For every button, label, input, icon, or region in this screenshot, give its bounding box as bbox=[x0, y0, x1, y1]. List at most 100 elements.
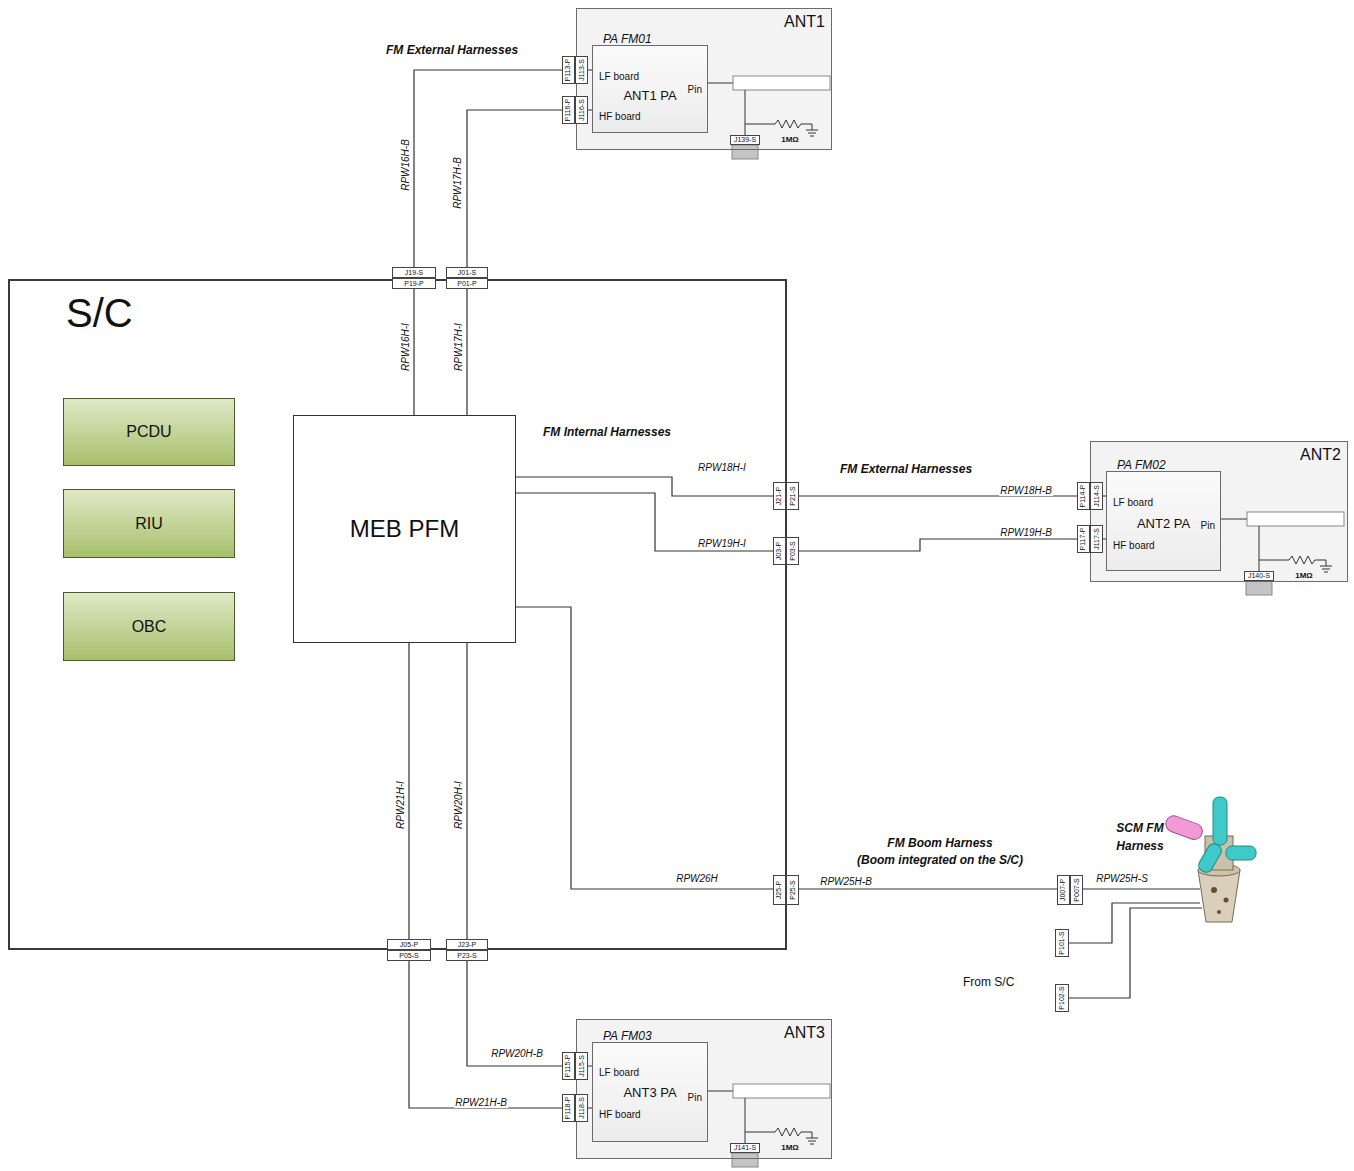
board-name: LF board bbox=[1113, 497, 1153, 508]
harness-name: RPW25H-S bbox=[1095, 873, 1149, 884]
label-wrap: RPW20H-B bbox=[490, 1043, 544, 1061]
antenna-panel bbox=[576, 8, 832, 150]
connector-box: J007-P bbox=[1057, 875, 1070, 905]
magnetometer-node: SCM FM Harness bbox=[1112, 818, 1262, 922]
connector-name: J115-S bbox=[578, 1055, 586, 1077]
connector-box: J140-S bbox=[1244, 571, 1274, 581]
antenna-boom-and-resistor bbox=[1221, 512, 1344, 595]
connector-name: P01-P bbox=[457, 280, 476, 288]
connector-name: P25-S bbox=[789, 880, 797, 899]
connector-box: J05-P bbox=[387, 939, 431, 950]
connector-name: P05-S bbox=[399, 952, 418, 960]
connector-box: P21-S bbox=[786, 482, 799, 510]
unit-box: PCDU bbox=[63, 398, 235, 466]
connector-name: J114-S bbox=[1093, 485, 1101, 507]
preamplifier-box: PA FM02LF boardANT2 PAPinHF board bbox=[1106, 471, 1221, 571]
label-wrap: 1MΩ bbox=[781, 128, 799, 146]
harness-name: RPW19H-I bbox=[697, 538, 747, 549]
harness-line bbox=[409, 643, 592, 1108]
harness-name: RPW18H-B bbox=[999, 485, 1053, 496]
board-name: HF board bbox=[1113, 540, 1155, 551]
harness-name: RPW16H-B bbox=[400, 138, 411, 192]
unit-name: OBC bbox=[132, 618, 167, 636]
label-wrap: FM External Harnesses bbox=[840, 459, 972, 477]
connector-box: J117-S bbox=[1090, 525, 1103, 553]
note: FM Internal Harnesses bbox=[543, 425, 671, 439]
label-wrap: LF board bbox=[1113, 492, 1153, 510]
harness-line bbox=[467, 643, 592, 1066]
connector-box: P114-P bbox=[1077, 482, 1090, 510]
connector-name: J19-S bbox=[405, 269, 423, 277]
connector-name: J116-S bbox=[578, 99, 586, 121]
search-coil-magnetometer bbox=[1163, 797, 1256, 922]
antenna-name: ANT1 bbox=[784, 13, 825, 30]
connector-box: P03-S bbox=[786, 537, 799, 565]
unit-box: RIU bbox=[63, 489, 235, 558]
connector-name: J03-P bbox=[776, 542, 784, 560]
pin-name: Pin bbox=[688, 1092, 702, 1103]
harness-name: RPW19H-B bbox=[999, 527, 1053, 538]
connector-name: P23-S bbox=[457, 952, 476, 960]
note: FM Boom Harness bbox=[887, 836, 992, 850]
label-wrap: RPW19H-B bbox=[999, 522, 1053, 540]
label-wrap: HF board bbox=[1113, 535, 1155, 553]
connector-box: P25-S bbox=[786, 875, 799, 905]
connector-box: J139-S bbox=[730, 135, 760, 145]
connector-box: P05-S bbox=[387, 950, 431, 961]
harness-name: RPW21H-I bbox=[395, 780, 406, 830]
label-wrap: RPW20H-I bbox=[448, 780, 466, 830]
note: (Boom integrated on the S/C) bbox=[857, 853, 1023, 867]
connector-name: J21-P bbox=[776, 487, 784, 505]
connector-box: P115-P bbox=[562, 1052, 575, 1080]
harness-name: RPW18H-I bbox=[697, 462, 747, 473]
harness-name: RPW20H-B bbox=[490, 1048, 544, 1059]
harness-line bbox=[516, 607, 1112, 889]
connector-box: P101-S bbox=[1055, 929, 1069, 957]
resistor-value: 1MΩ bbox=[781, 135, 799, 144]
board-name: LF board bbox=[599, 1067, 639, 1078]
label-wrap: RPW21H-I bbox=[390, 780, 408, 830]
connector-name: J118-S bbox=[578, 1097, 586, 1119]
board-name: HF board bbox=[599, 1109, 641, 1120]
preamplifier-box: PA FM01LF boardANT1 PAPinHF board bbox=[592, 45, 708, 133]
connector-name: P118-P bbox=[565, 1097, 573, 1120]
connector-name: J117-S bbox=[1093, 528, 1101, 550]
connector-name: P114-P bbox=[1080, 485, 1088, 508]
board-name: LF board bbox=[599, 71, 639, 82]
connector-name: P117-P bbox=[1080, 528, 1088, 551]
connector-box: J23-P bbox=[446, 939, 488, 950]
label-wrap: Pin bbox=[688, 79, 702, 97]
unit-name: ANT2 PA bbox=[1137, 516, 1190, 531]
unit-name: ANT1 PA bbox=[623, 88, 676, 103]
harness-name: RPW16H-I bbox=[400, 322, 411, 372]
note: FM External Harnesses bbox=[386, 43, 518, 57]
connector-box: P007-S bbox=[1070, 875, 1083, 905]
connector-box: J114-S bbox=[1090, 482, 1103, 510]
connector-name: J113-S bbox=[578, 59, 586, 81]
connector-name: P21-S bbox=[789, 486, 797, 505]
harness-name: RPW21H-B bbox=[454, 1097, 508, 1108]
connector-box: P23-S bbox=[446, 950, 488, 961]
harness-name: RPW17H-I bbox=[453, 322, 464, 372]
connector-name: P19-P bbox=[404, 280, 423, 288]
connector-box: J141-S bbox=[730, 1143, 760, 1153]
connector-box: J01-S bbox=[446, 267, 488, 278]
unit-name: ANT3 PA bbox=[623, 1085, 676, 1100]
label-wrap: S/C bbox=[66, 291, 133, 336]
label-wrap: RPW21H-B bbox=[454, 1092, 508, 1110]
label-wrap: RPW16H-I bbox=[395, 322, 413, 372]
connector-name: J23-P bbox=[458, 941, 476, 949]
label-wrap: RPW17H-B bbox=[447, 156, 465, 210]
label-wrap: HF board bbox=[599, 1104, 641, 1122]
antenna-boom-and-resistor bbox=[707, 1084, 830, 1167]
harness-line bbox=[414, 70, 592, 415]
label-wrap: Pin bbox=[1201, 515, 1215, 533]
antenna-box: ANT1PA FM01LF boardANT1 PAPinHF board bbox=[576, 8, 832, 150]
scm-wiring bbox=[1069, 889, 1202, 998]
harness-name: RPW17H-B bbox=[452, 156, 463, 210]
label-wrap: LF board bbox=[599, 1062, 639, 1080]
label-wrap: HF board bbox=[599, 106, 641, 124]
connector-box: P118-P bbox=[562, 1094, 575, 1122]
label-wrap: RPW26H bbox=[675, 868, 719, 886]
